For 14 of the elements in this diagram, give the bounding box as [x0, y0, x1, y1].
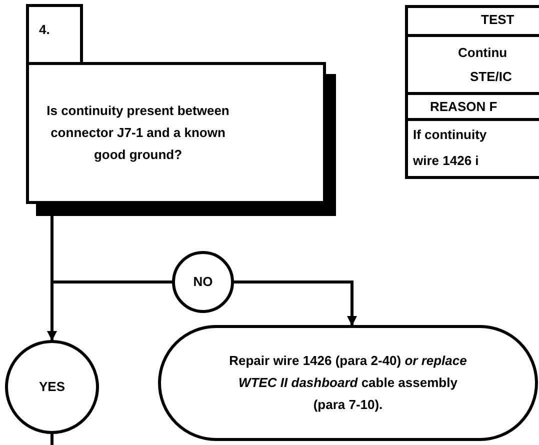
table-text: STE/IC [470, 69, 512, 85]
table-text: wire 1426 i [413, 153, 479, 169]
table-text: If continuity [413, 127, 487, 143]
node-text: 4. [38, 21, 50, 39]
connector-line [234, 280, 357, 326]
step-number-box [26, 4, 83, 65]
connector-line [50, 434, 54, 445]
node-text: YES [38, 378, 66, 396]
table-text: TEST [481, 12, 514, 28]
table-text: REASON F [430, 99, 498, 115]
node-text: Is continuity present between connector J7-1 and a known good ground? [46, 102, 230, 164]
node-text: NO [192, 273, 214, 291]
node-text: Repair wire 1426 (para 2-40) or replace WTEC II dashboard cable assembly (para 7-10). [228, 352, 468, 414]
table-text: Continu [458, 45, 508, 61]
